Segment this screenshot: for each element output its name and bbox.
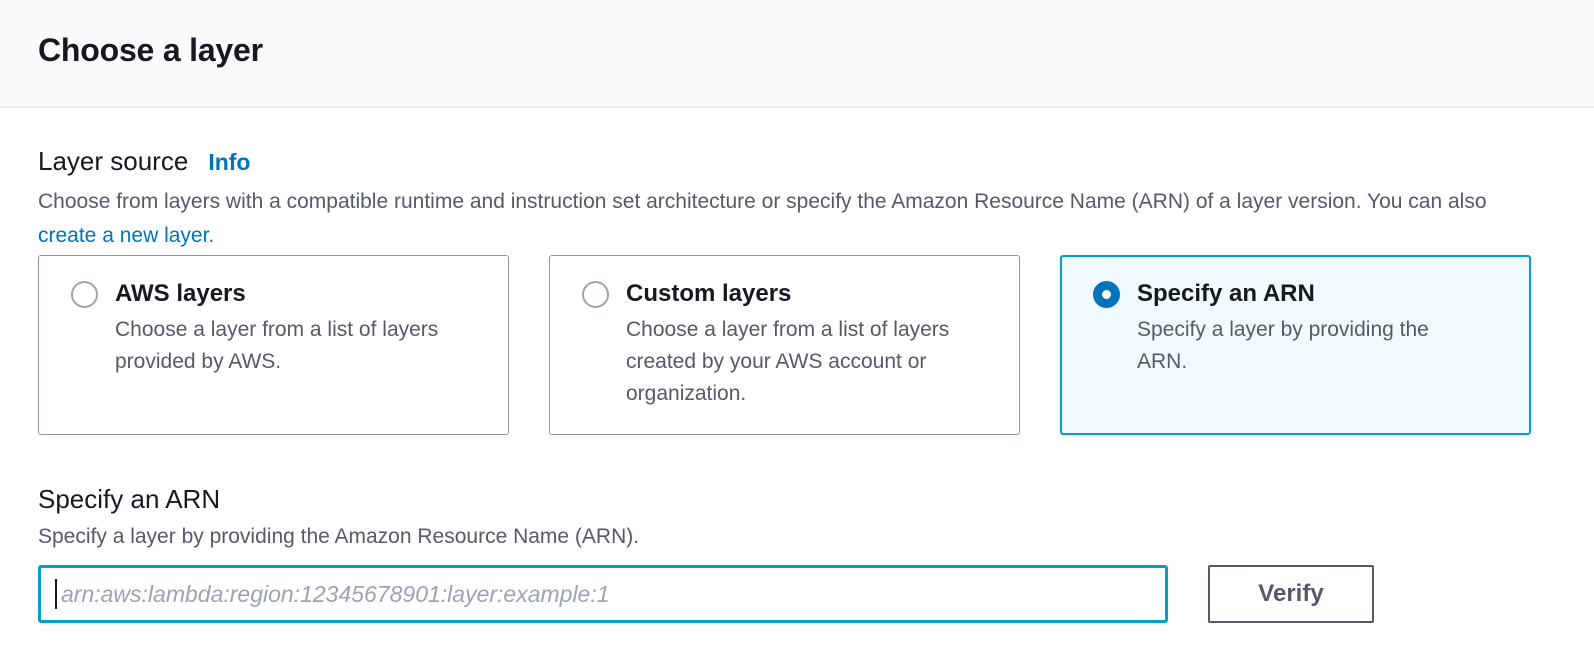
- arn-input[interactable]: [41, 568, 1165, 620]
- option-title: Specify an ARN: [1137, 280, 1315, 307]
- option-description: Choose a layer from a list of layers pro…: [115, 318, 439, 373]
- page-header: Choose a layer: [0, 0, 1594, 108]
- layer-source-options: AWS layers Choose a layer from a list of…: [38, 255, 1531, 435]
- arn-section-description: Specify a layer by providing the Amazon …: [38, 525, 640, 548]
- layer-source-description: Choose from layers with a compatible run…: [38, 185, 1508, 253]
- layer-source-label-row: Layer source Info: [38, 146, 1531, 177]
- arn-input-container: [38, 565, 1168, 623]
- arn-input-row: Verify: [38, 565, 1531, 623]
- choose-layer-panel: Layer source Info Choose from layers wit…: [0, 146, 1594, 623]
- verify-button[interactable]: Verify: [1208, 565, 1374, 623]
- create-layer-link[interactable]: create a new layer.: [38, 224, 215, 247]
- layer-source-description-text: Choose from layers with a compatible run…: [38, 190, 1487, 213]
- radio-button-unchecked-icon[interactable]: [71, 280, 98, 308]
- radio-button-checked-icon[interactable]: [1093, 280, 1120, 308]
- option-description: Specify a layer by providing the ARN.: [1137, 318, 1429, 373]
- layer-source-label: Layer source: [38, 146, 189, 176]
- option-head: Specify an ARN: [1093, 280, 1498, 308]
- option-head: AWS layers: [71, 280, 476, 308]
- option-title: AWS layers: [115, 280, 246, 307]
- layer-option-card-custom-layers[interactable]: Custom layers Choose a layer from a list…: [549, 255, 1020, 435]
- info-link[interactable]: Info: [208, 149, 251, 175]
- page-title: Choose a layer: [38, 32, 263, 68]
- layer-option-card-specify-arn[interactable]: Specify an ARN Specify a layer by provid…: [1060, 255, 1531, 435]
- radio-button-unchecked-icon[interactable]: [582, 280, 609, 308]
- option-description: Choose a layer from a list of layers cre…: [626, 318, 950, 405]
- option-title: Custom layers: [626, 280, 792, 307]
- layer-option-card-aws-layers[interactable]: AWS layers Choose a layer from a list of…: [38, 255, 509, 435]
- arn-section-title: Specify an ARN: [38, 484, 221, 514]
- option-head: Custom layers: [582, 280, 987, 308]
- text-caret: [55, 579, 57, 609]
